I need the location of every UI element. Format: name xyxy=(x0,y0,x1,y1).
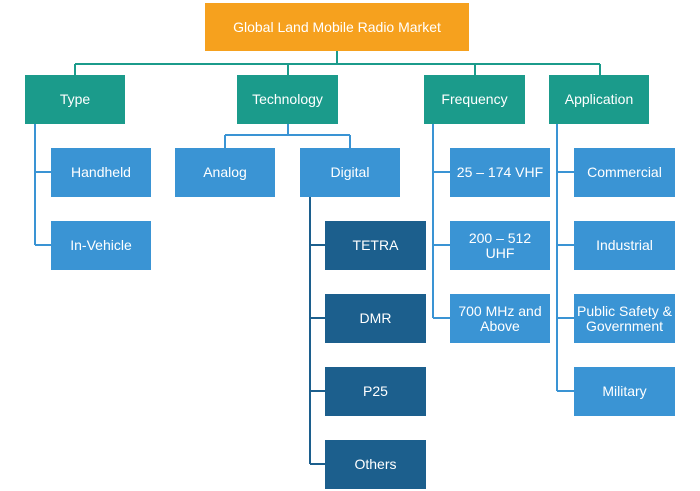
category-type: Type xyxy=(25,75,125,124)
frequency-item-700mhz: 700 MHz and Above xyxy=(450,294,550,343)
digital-item-p25: P25 xyxy=(325,367,426,416)
category-application: Application xyxy=(549,75,649,124)
frequency-item-uhf: 200 – 512 UHF xyxy=(450,221,550,270)
type-item-in-vehicle: In-Vehicle xyxy=(51,221,151,270)
application-item-military: Military xyxy=(574,367,675,416)
application-item-commercial: Commercial xyxy=(574,148,675,197)
digital-item-tetra: TETRA xyxy=(325,221,426,270)
application-item-industrial: Industrial xyxy=(574,221,675,270)
category-frequency: Frequency xyxy=(424,75,525,124)
frequency-item-vhf: 25 – 174 VHF xyxy=(450,148,550,197)
root-node: Global Land Mobile Radio Market xyxy=(205,3,469,51)
technology-item-analog: Analog xyxy=(175,148,275,197)
technology-item-digital: Digital xyxy=(300,148,400,197)
application-item-public-safety: Public Safety & Government xyxy=(574,294,675,343)
digital-item-others: Others xyxy=(325,440,426,489)
category-technology: Technology xyxy=(237,75,338,124)
digital-item-dmr: DMR xyxy=(325,294,426,343)
type-item-handheld: Handheld xyxy=(51,148,151,197)
